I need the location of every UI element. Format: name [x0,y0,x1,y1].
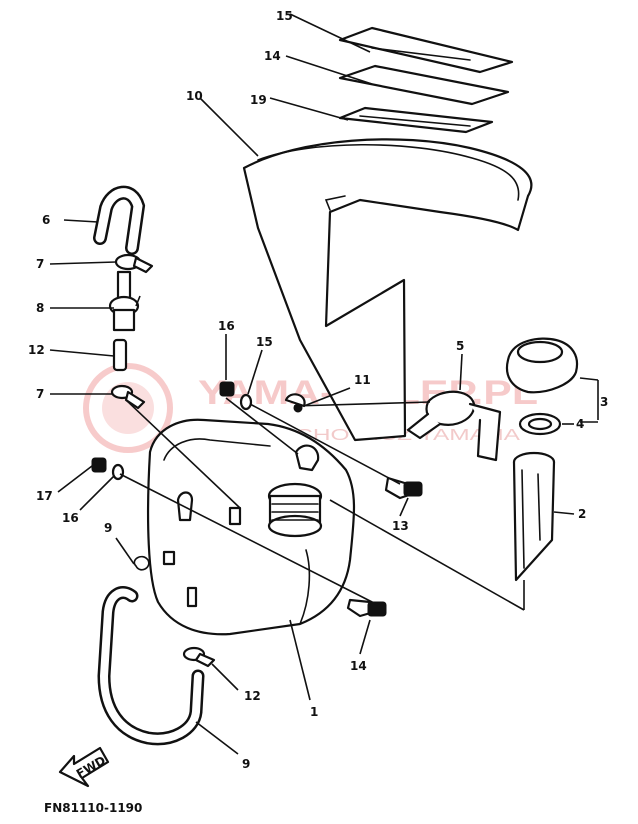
watermark-logo-ring [83,363,173,453]
part-5-bracket [406,390,502,462]
part-18-pad [338,26,514,74]
part-15-washer-upper [239,393,253,411]
callout-10: 9 [104,521,112,535]
part-7-clip-upper [114,253,154,274]
callout-13: 12 [28,343,45,357]
callout-5: 5 [456,339,464,353]
part-17-sheet [338,64,510,106]
callout-3: 3 [600,395,608,409]
part-12-clamp-lower [182,646,216,668]
callout-9: 9 [242,757,250,771]
part-4-gasket [518,412,562,436]
callout-19: 19 [250,93,267,107]
leader-lines [49,13,599,755]
part-3-fuel-cap [505,337,579,394]
part-16-nut-lower [91,457,107,473]
callout-11: 10 [186,89,203,103]
callout-7-upper: 7 [36,257,44,271]
callout-1: 1 [310,705,318,719]
part-13-tube [112,338,128,372]
callout-7-lower: 7 [36,387,44,401]
part-15-washer-lower [111,463,125,481]
callout-8: 8 [36,301,44,315]
part-19-pad [338,106,494,134]
callout-15-lower: 16 [62,511,79,525]
fwd-arrow: FWD [58,746,110,788]
callout-17: 14 [264,49,281,63]
callout-15-upper: 15 [256,335,273,349]
part-1-fuel-tank [146,418,356,636]
callout-14-upper: 13 [392,519,409,533]
part-8-fuel-cock [108,270,141,332]
part-6-hose [93,185,146,255]
part-16-nut-upper [219,381,235,397]
diagram-code: FN81110-1190 [44,801,142,815]
part-11-cover [242,138,533,442]
callout-18: 15 [276,9,293,23]
callout-14-lower: 14 [350,659,367,673]
callout-16-upper: 16 [218,319,235,333]
part-10-clip [133,555,150,571]
callout-12-upper: 11 [354,373,371,387]
callout-4: 4 [576,417,584,431]
part-14-bolt-lower [346,598,387,618]
callout-16-lower: 17 [36,489,53,503]
part-9-hose [97,586,205,746]
callouts: 15 14 19 10 6 7 8 12 7 16 15 11 5 3 4 2 … [28,9,608,771]
part-2-filler-neck [512,451,556,582]
part-7-clip-lower [110,384,146,410]
part-14-bolt-upper [384,476,423,500]
callout-6: 6 [42,213,50,227]
callout-2: 2 [578,507,586,521]
callout-12-lower: 12 [244,689,261,703]
